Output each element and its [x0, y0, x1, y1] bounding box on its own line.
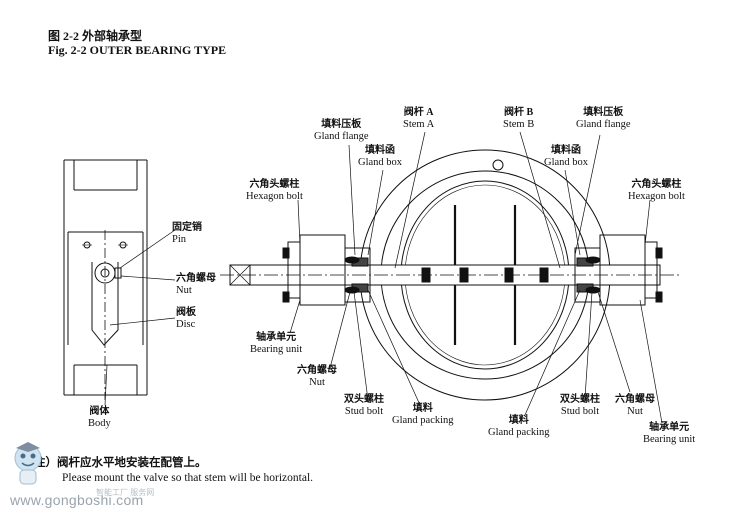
- note-zh: 注）阀杆应水平地安装在配管上。: [34, 457, 207, 469]
- watermark-url: www.gongboshi.com: [10, 492, 144, 508]
- watermark-subtitle: 智能工厂 服务网: [96, 488, 155, 497]
- figure-title-zh: 图 2-2 外部轴承型: [48, 29, 142, 43]
- figure-title-en: Fig. 2-2 OUTER BEARING TYPE: [48, 43, 227, 57]
- note-en: Please mount the valve so that stem will…: [62, 472, 314, 484]
- watermark-logo-icon: [14, 442, 42, 485]
- side-view: [63, 159, 176, 406]
- front-view: [220, 131, 680, 424]
